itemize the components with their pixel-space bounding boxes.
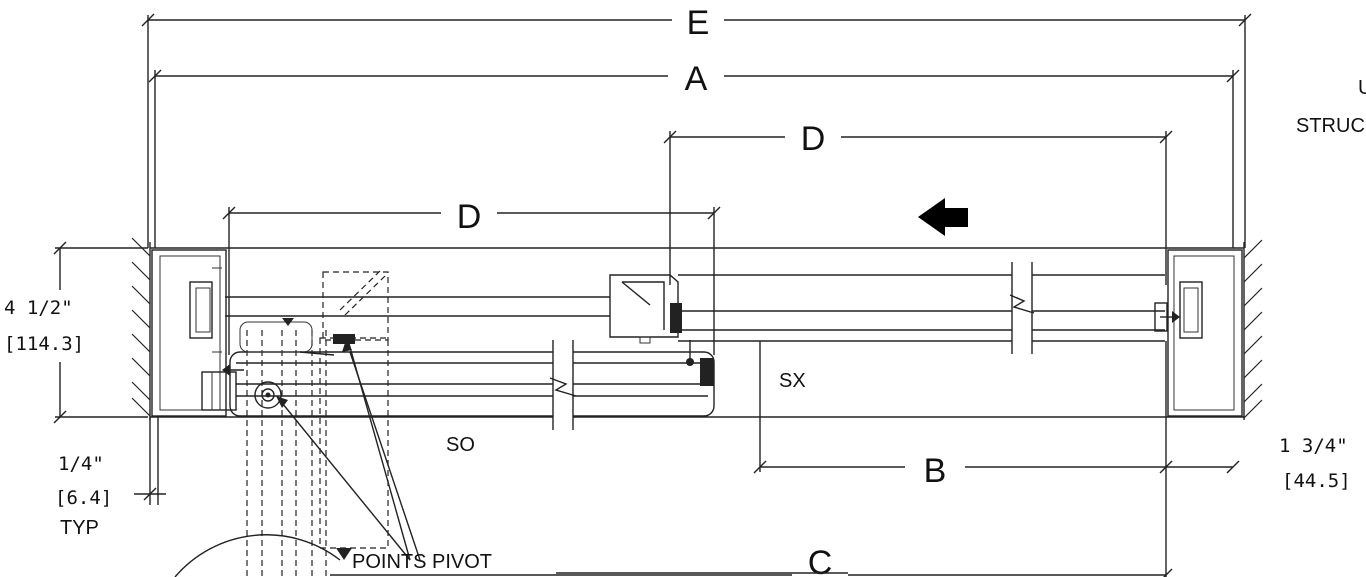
label-c: C bbox=[808, 544, 833, 577]
label-so: SO bbox=[446, 434, 475, 456]
pivot-leaders bbox=[276, 339, 421, 561]
jamb-label-mm: [44.5] bbox=[1282, 470, 1351, 492]
label-d-right: D bbox=[801, 120, 826, 158]
gap-label-typ: TYP bbox=[60, 517, 99, 539]
wall-left bbox=[131, 237, 151, 420]
dimension-jamb: 1 3/4" [44.5] bbox=[1279, 435, 1351, 492]
label-d-left: D bbox=[457, 198, 482, 236]
dimension-gap: 1/4" [6.4] TYP bbox=[55, 417, 166, 539]
note-line-1: U bbox=[1358, 77, 1366, 99]
label-points-pivot: POINTS PIVOT bbox=[352, 551, 492, 573]
door-so bbox=[201, 340, 715, 430]
label-sx: SX bbox=[779, 370, 806, 392]
wall-right bbox=[1243, 239, 1263, 420]
arrow-left-icon bbox=[918, 198, 968, 236]
frame bbox=[150, 247, 1244, 418]
jamb-label-in: 1 3/4" bbox=[1279, 435, 1348, 457]
dimension-a: A bbox=[148, 60, 1240, 248]
label-a: A bbox=[685, 60, 708, 98]
dimension-height: 4 1/2" [114.3] bbox=[4, 241, 148, 424]
dimension-d-right: D bbox=[663, 120, 1173, 285]
gap-label-in: 1/4" bbox=[58, 453, 104, 475]
gap-label-mm: [6.4] bbox=[55, 487, 112, 509]
height-label-mm: [114.3] bbox=[4, 333, 84, 355]
swing-panel-dashed bbox=[174, 270, 389, 577]
dimension-d-left: D bbox=[222, 196, 721, 355]
dimension-e: E bbox=[141, 4, 1252, 248]
label-b: B bbox=[924, 452, 947, 490]
dimension-b: B bbox=[753, 341, 1240, 490]
dimension-c: C bbox=[330, 341, 1173, 577]
door-sx bbox=[225, 262, 1180, 354]
note-line-2: STRUC bbox=[1296, 115, 1365, 137]
height-label-in: 4 1/2" bbox=[4, 297, 73, 319]
label-e: E bbox=[687, 4, 710, 42]
